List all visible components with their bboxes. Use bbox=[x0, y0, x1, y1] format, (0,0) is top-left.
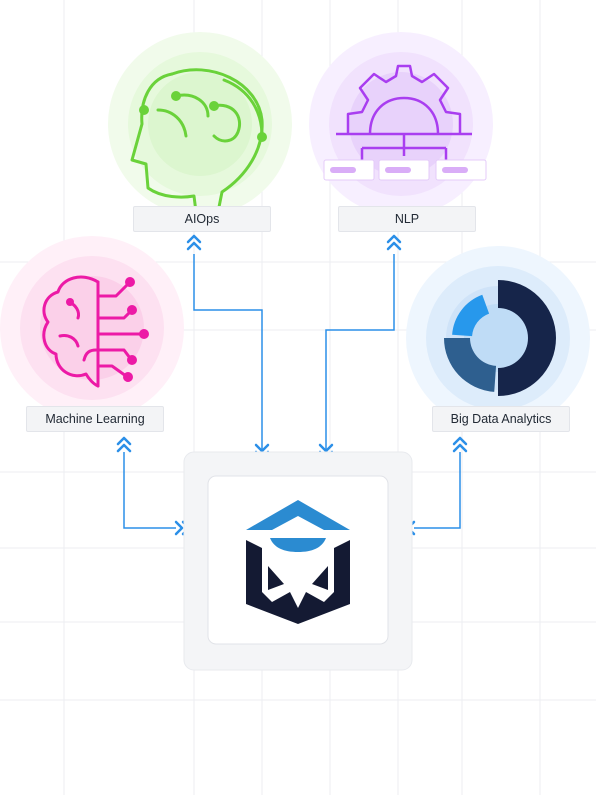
nlp-tags bbox=[323, 159, 487, 181]
chevron-up-icon bbox=[186, 234, 202, 251]
chevron-up-icon bbox=[452, 436, 468, 453]
chevron-up-icon bbox=[116, 436, 132, 453]
brain-circuit-icon bbox=[42, 275, 142, 388]
chevron-up-icon bbox=[386, 234, 402, 251]
ml-node bbox=[0, 236, 184, 420]
nlp-node bbox=[309, 32, 493, 216]
connectors bbox=[123, 254, 461, 529]
hub-node bbox=[183, 451, 413, 671]
robot-head-dots bbox=[139, 91, 267, 142]
big-data-label: Big Data Analytics bbox=[432, 406, 570, 432]
big-data-node bbox=[406, 246, 590, 430]
machine-learning-label: Machine Learning bbox=[26, 406, 164, 432]
hexagon-logo-icon bbox=[246, 500, 350, 624]
nlp-label: NLP bbox=[338, 206, 476, 232]
gear-icon bbox=[336, 64, 472, 160]
aiops-label: AIOps bbox=[133, 206, 271, 232]
aiops-node bbox=[108, 32, 292, 216]
brain-circuit-dots bbox=[66, 277, 149, 382]
donut-chart-icon bbox=[444, 280, 556, 396]
